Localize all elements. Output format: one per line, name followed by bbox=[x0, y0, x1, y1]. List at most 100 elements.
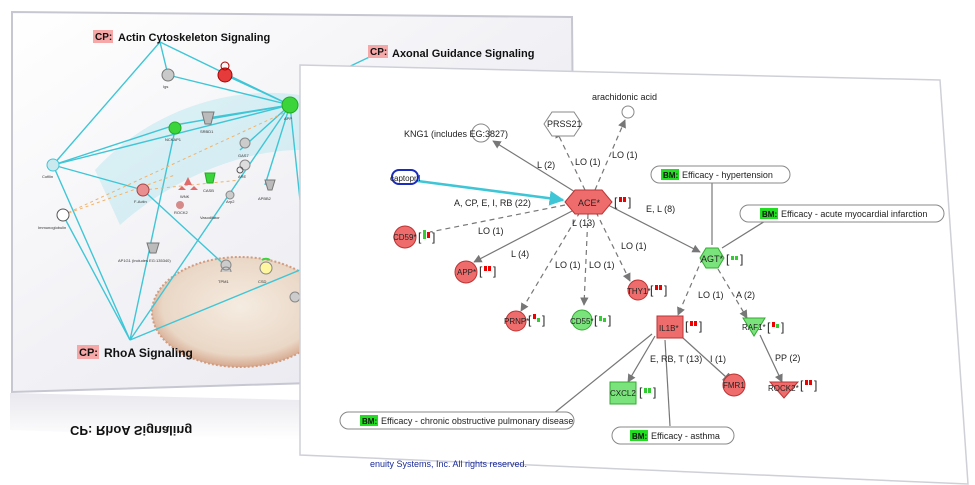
back-node-cofilin bbox=[46, 158, 60, 172]
back-node-immunoglobulin bbox=[56, 208, 70, 222]
node-label-cd55: CD55* bbox=[570, 317, 594, 326]
bm-box bbox=[739, 204, 945, 223]
bm-tag: BM: bbox=[663, 171, 678, 180]
edge-ace-prnp bbox=[520, 211, 581, 312]
bm-label-hypertension: Efficacy - hypertension bbox=[682, 170, 773, 180]
rhoa-signaling-title: RhoA Signaling bbox=[104, 346, 193, 360]
back-small-label: SRBD1 bbox=[200, 129, 214, 134]
edge-il1b-copd bbox=[547, 333, 653, 419]
svg-text:]: ] bbox=[432, 230, 435, 244]
node-agt bbox=[699, 247, 725, 269]
bm-tag: BM: bbox=[362, 417, 377, 426]
svg-text:]: ] bbox=[781, 320, 784, 334]
node-label-captopril: captopril bbox=[390, 174, 420, 183]
edge-raf1-rock2 bbox=[759, 334, 783, 383]
back-node-app bbox=[281, 96, 299, 114]
back-small-label: CSD bbox=[258, 279, 267, 284]
bm-box bbox=[339, 411, 575, 430]
bm-tag: BM: bbox=[762, 210, 777, 219]
svg-text:[: [ bbox=[767, 320, 771, 334]
edge-label: LO (1) bbox=[698, 290, 724, 300]
back-node-tpm1 bbox=[220, 259, 232, 273]
svg-text:]: ] bbox=[664, 283, 667, 297]
indicator-app: [] bbox=[479, 264, 496, 278]
back-small-labels: Igs NCKAP1 Cofilin F-Actin WNK ROCK2 SRB… bbox=[38, 84, 292, 284]
svg-text:]: ] bbox=[542, 313, 545, 327]
back-small-label: APBB2 bbox=[258, 196, 272, 201]
back-node-factin bbox=[136, 183, 150, 197]
edge-ace-agt bbox=[605, 203, 701, 253]
node-kng1 bbox=[471, 123, 491, 143]
back-node-igs bbox=[161, 68, 175, 82]
edge-label: A, CP, E, I, RB (22) bbox=[454, 198, 531, 208]
back-small-label: WNK bbox=[180, 194, 190, 199]
edge-il1b-fmr1 bbox=[682, 337, 730, 382]
indicator-raf1: [] bbox=[767, 320, 784, 334]
bm-asthma: BM: Efficacy - asthma bbox=[611, 426, 735, 445]
node-cd55 bbox=[571, 309, 593, 331]
indicator-ace: [] bbox=[614, 195, 631, 209]
bm-label-asthma: Efficacy - asthma bbox=[651, 431, 720, 441]
indicator-thy1: [] bbox=[650, 283, 667, 297]
indicator-prnp: [] bbox=[528, 313, 545, 327]
indicator-rock2: [] bbox=[800, 378, 817, 392]
front-edges bbox=[409, 119, 783, 427]
front-network-panel: L (2) LO (1) LO (1) A, CP, E, I, RB (22)… bbox=[299, 64, 969, 485]
node-label-prss21: PRSS21 bbox=[547, 119, 582, 129]
cp-tag-bg bbox=[77, 345, 99, 359]
node-raf1 bbox=[742, 317, 766, 337]
bm-label-ami: Efficacy - acute myocardial infarction bbox=[781, 209, 927, 219]
back-node-traf bbox=[289, 291, 301, 303]
bm-tag-bg bbox=[360, 415, 378, 426]
edge-label: L (2) bbox=[537, 160, 555, 170]
cp-rhoa-label: CP: RhoA Signaling bbox=[77, 345, 193, 360]
back-node-apba2 bbox=[264, 179, 276, 191]
node-label-cd59: CD59* bbox=[393, 233, 417, 242]
reflection-text: CP: RhoA Signaling bbox=[70, 423, 192, 438]
svg-text:[: [ bbox=[685, 319, 689, 333]
cp-tag-bg bbox=[93, 30, 113, 43]
edge-il1b-cxcl2 bbox=[627, 335, 656, 383]
node-label-prnp: PRNP* bbox=[504, 317, 529, 326]
back-small-label: Igs bbox=[163, 84, 168, 89]
expression-indicators: [] [] [] [] [] [] [] [] [] [] [] bbox=[418, 195, 817, 399]
svg-text:[: [ bbox=[726, 252, 730, 266]
indicator-cxcl2: [] bbox=[639, 385, 656, 399]
edge-label: LO (1) bbox=[589, 260, 615, 270]
edge-label: E, L (8) bbox=[646, 204, 675, 214]
back-node-nckap1 bbox=[168, 121, 182, 135]
bm-label-copd: Efficacy - chronic obstructive pulmonary… bbox=[381, 416, 573, 426]
node-cd59 bbox=[393, 225, 417, 249]
back-node-are bbox=[239, 159, 251, 171]
back-node-arp bbox=[236, 166, 244, 174]
back-node-evl bbox=[225, 190, 235, 200]
svg-text:]: ] bbox=[814, 378, 817, 392]
svg-text:[: [ bbox=[418, 230, 422, 244]
edge-labels: L (2) LO (1) LO (1) A, CP, E, I, RB (22)… bbox=[454, 150, 800, 364]
edge-ace-arachidonic bbox=[594, 119, 626, 191]
back-node-csd bbox=[259, 261, 273, 275]
back-small-label: Vasodilator bbox=[200, 215, 220, 220]
back-small-label: CASB bbox=[203, 188, 214, 193]
edge-captopril-ace bbox=[409, 178, 565, 206]
edge-ace-prss21 bbox=[555, 129, 586, 191]
edge-ami-agt bbox=[721, 217, 771, 249]
bm-tag: BM: bbox=[632, 432, 647, 441]
indicator-agt: [] bbox=[726, 252, 743, 266]
bm-ami: BM: Efficacy - acute myocardial infarcti… bbox=[739, 204, 945, 223]
bm-tag-bg bbox=[630, 430, 648, 441]
edge-label: LO (1) bbox=[612, 150, 638, 160]
node-label-ace: ACE* bbox=[578, 198, 601, 208]
cp-axonal-label: CP: Axonal Guidance Signaling bbox=[368, 45, 534, 60]
svg-text:[: [ bbox=[614, 195, 618, 209]
back-node-wnk bbox=[178, 177, 198, 190]
front-panel-frame bbox=[299, 64, 969, 485]
edge-label: E, RB, T (13) bbox=[650, 354, 702, 364]
svg-text:[: [ bbox=[639, 385, 643, 399]
back-small-label: ARE bbox=[238, 174, 247, 179]
node-label-raf1: RAF1* bbox=[742, 323, 766, 332]
edge-ace-kng1 bbox=[492, 140, 581, 196]
edge-il1b-asthma bbox=[664, 339, 671, 427]
back-node-csbb bbox=[204, 172, 216, 184]
indicator-cd55: [] bbox=[594, 313, 611, 327]
